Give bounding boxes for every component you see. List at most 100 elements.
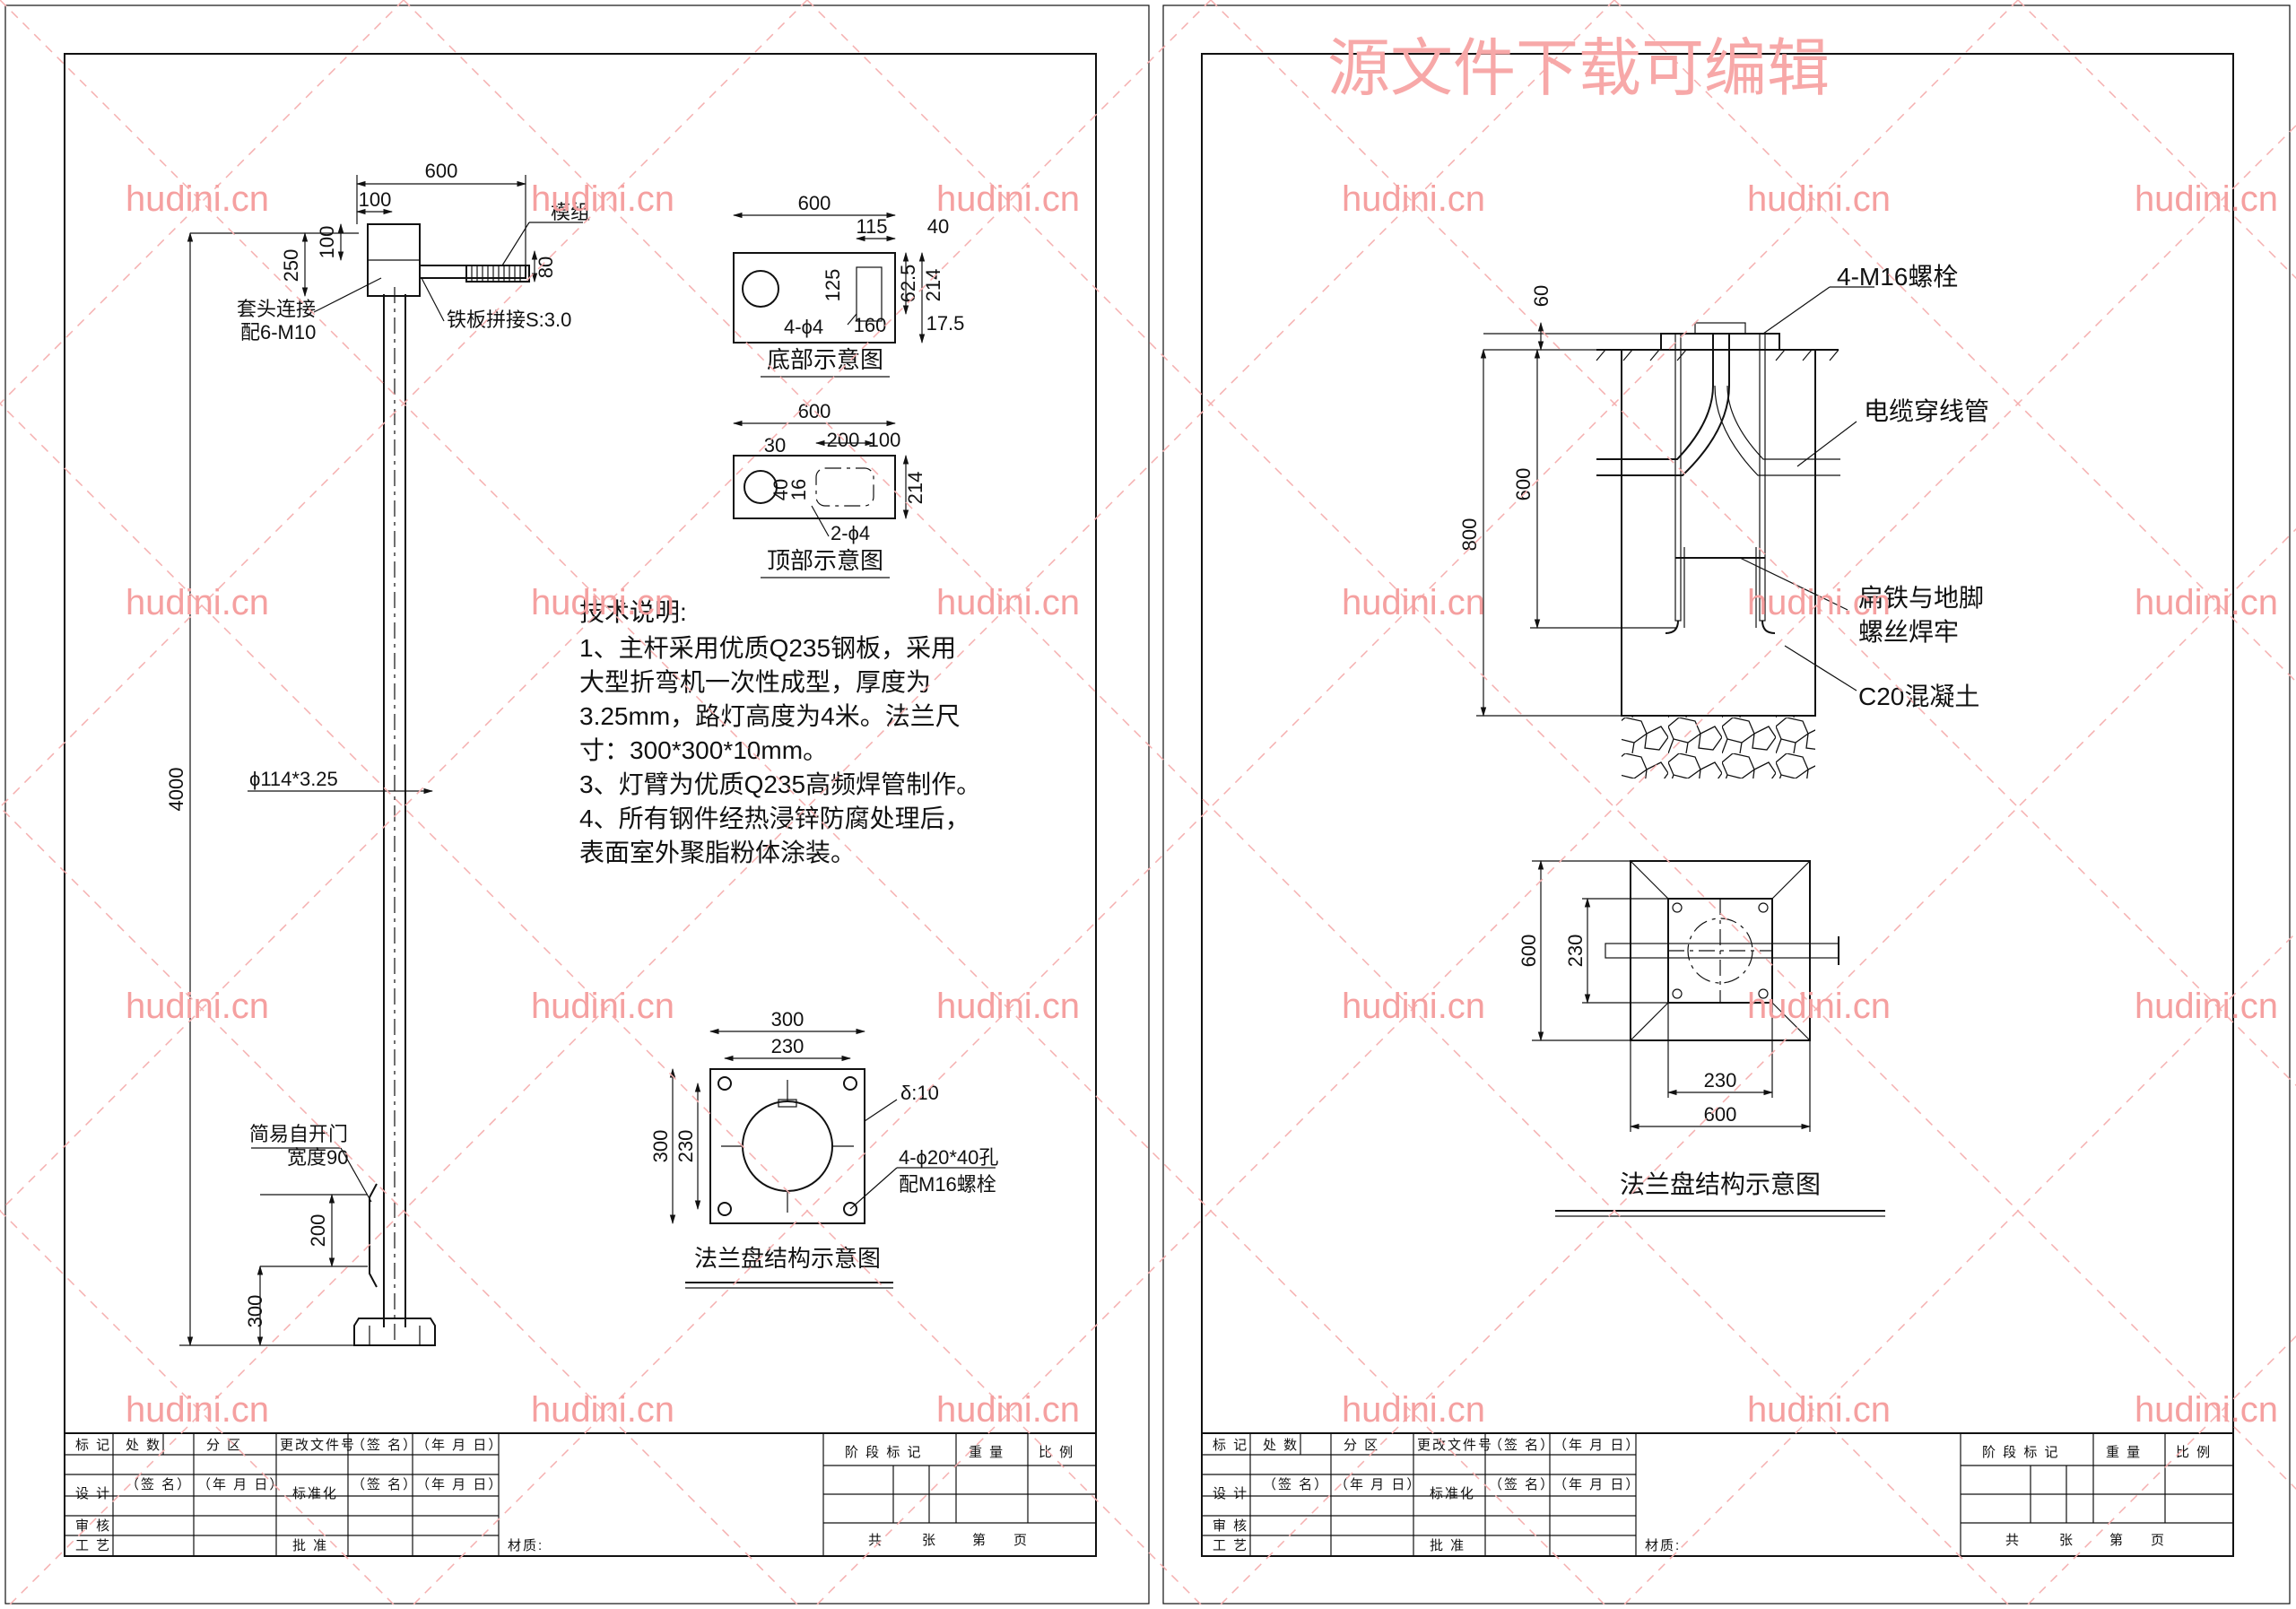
plan-dim-side-v: 600: [1518, 935, 1540, 968]
watermark-diagonal: [2022, 1335, 2296, 1609]
plan-dim-side-h: 600: [1704, 1103, 1737, 1126]
flange-plan-left: 300 230 300 230 δ:10 4-ϕ20*40孔 配M16螺栓 法兰…: [649, 1008, 998, 1289]
tb-left-r1-c4: 更改文件号: [280, 1438, 356, 1453]
tb-right-r4-c2: 批 准: [1430, 1538, 1465, 1553]
watermark-text: hudini.cn: [936, 583, 1080, 622]
plan-dim-inner-v: 230: [1564, 935, 1587, 968]
notes-line-1: 1、主杆采用优质Q235钢板，采用: [579, 634, 956, 662]
watermark-diagonal: [1215, 527, 2296, 1609]
tb-left-scale: 比 例: [1039, 1445, 1074, 1460]
tb-left-r1-c5: （签 名）: [352, 1438, 418, 1453]
watermark-main: 源文件下载可编辑: [1327, 33, 1830, 103]
tb-right-r1-c5: （签 名）: [1489, 1438, 1555, 1453]
found-dim-depth: 800: [1458, 518, 1481, 552]
label-sleeve: 套头连接: [237, 298, 316, 320]
notes-line-4: 寸：300*300*10mm。: [579, 736, 828, 764]
tb-left-r2-c2: （签 名）: [126, 1477, 192, 1492]
dim-arm-length: 600: [425, 160, 458, 182]
module-fins-icon: [471, 265, 521, 282]
tb-right-material: 材质:: [1645, 1538, 1681, 1553]
watermark-text: hudini.cn: [126, 179, 269, 219]
watermark-text: hudini.cn: [126, 583, 269, 622]
watermark-text: hudini.cn: [531, 1390, 674, 1430]
label-flat-iron-1: 扁铁与地脚: [1858, 584, 1984, 612]
tb-right-r1-c4: 更改文件号: [1417, 1438, 1493, 1453]
label-concrete: C20混凝土: [1858, 683, 1979, 710]
tb-right-stage: 阶 段 标 记: [1982, 1445, 2060, 1460]
tb-right-r3-c1: 审 核: [1213, 1518, 1248, 1534]
watermark-diagonal: [1619, 931, 2296, 1609]
watermark-text: hudini.cn: [2135, 583, 2278, 622]
tb-right-r1-c3: 分 区: [1344, 1438, 1379, 1453]
watermark-text: hudini.cn: [1342, 1390, 1485, 1430]
label-plate: 铁板拼接S:3.0: [447, 309, 571, 331]
tb-left-r2-c5: （签 名）: [352, 1477, 418, 1492]
bottom-dim-a: 115: [856, 215, 887, 238]
flange-dim-outer: 300: [771, 1008, 804, 1031]
watermark-diagonal: [0, 0, 1212, 1213]
dim-door: 200: [307, 1214, 329, 1248]
tb-right-scale: 比 例: [2176, 1445, 2212, 1460]
tb-left-sheet: 张: [922, 1533, 937, 1548]
top-dim-c: 100: [868, 429, 901, 451]
flange-dim-outer-v: 300: [649, 1130, 672, 1163]
dim-arm-offset: 100: [359, 188, 392, 211]
watermark-text: hudini.cn: [126, 1390, 269, 1430]
dim-total-height: 4000: [165, 768, 187, 812]
flange-caption-left: 法兰盘结构示意图: [694, 1245, 881, 1272]
pole-elevation: 600 100 100 250 80 模组 套头连接 配6-M10 铁板拼接S:…: [165, 160, 590, 1347]
tb-right-r2-c2: （签 名）: [1263, 1477, 1329, 1492]
tb-right-r1-c6: （年 月 日）: [1553, 1438, 1640, 1453]
tb-right-r2-c4: 标准化: [1430, 1486, 1475, 1501]
tb-right-total: 共: [2005, 1533, 2021, 1548]
dim-head-height: 100: [316, 226, 338, 259]
label-pipe: ϕ114*3.25: [249, 768, 338, 790]
watermark-diagonal: [812, 124, 2296, 1609]
tb-left-r1-c1: 标 记: [75, 1438, 111, 1453]
bottom-view-caption: 底部示意图: [767, 346, 883, 373]
tb-right-r4-c1: 工 艺: [1213, 1538, 1248, 1553]
label-door-width: 宽度90: [287, 1146, 348, 1169]
watermark-diagonal: [0, 402, 1206, 1609]
watermark-text: hudini.cn: [1747, 179, 1891, 219]
top-dim-d: 40: [770, 479, 792, 500]
sheet-right-frame: [1162, 4, 2291, 1605]
watermark-text: hudini.cn: [2135, 987, 2278, 1026]
watermark-diagonal: [806, 0, 2296, 1491]
watermark-text: hudini.cn: [1747, 583, 1891, 622]
dim-door-base: 300: [244, 1295, 266, 1328]
watermark-text: hudini.cn: [2135, 1390, 2278, 1430]
notes-line-5: 3、灯臂为优质Q235高频焊管制作。: [579, 770, 981, 798]
tb-right-r2-c5: （签 名）: [1489, 1477, 1555, 1492]
watermark-text: hudini.cn: [2135, 179, 2278, 219]
bottom-dim-width: 600: [798, 192, 831, 214]
label-anchor-bolt: 4-M16螺栓: [1837, 263, 1958, 291]
watermark-text: hudini.cn: [531, 987, 674, 1026]
notes-line-2: 大型折弯机一次性成型，厚度为: [579, 668, 931, 696]
tb-left-r4-c2: 批 准: [292, 1538, 328, 1553]
label-module: 模组: [551, 201, 590, 223]
watermark-diagonal: [2017, 0, 2296, 280]
label-cable-pipe: 电缆穿线管: [1864, 397, 1989, 425]
top-dim-a: 30: [764, 434, 786, 457]
notes-line-7: 表面室外聚脂粉体涂装。: [579, 839, 856, 866]
notes-title: 技术说明:: [579, 598, 687, 626]
flange-dim-inner: 230: [771, 1035, 804, 1057]
top-view-caption: 顶部示意图: [767, 547, 883, 574]
watermark-diagonal: [1613, 0, 2296, 683]
watermark-text: hudini.cn: [531, 179, 674, 219]
watermark-text: hudini.cn: [936, 1390, 1080, 1430]
watermark-diagonal: [0, 0, 808, 809]
watermark-text: hudini.cn: [1342, 583, 1485, 622]
tb-right-r1-c2: 处 数: [1263, 1438, 1299, 1453]
watermark-text: hudini.cn: [1342, 179, 1485, 219]
watermark-text: hudini.cn: [936, 179, 1080, 219]
flange-caption-right: 法兰盘结构示意图: [1620, 1170, 1821, 1198]
watermark-diagonal: [0, 1209, 399, 1609]
foundation-section: 60 600 800 4-M16螺栓 电缆穿线管 扁铁与地脚 螺丝焊牢 C20混…: [1458, 263, 1989, 778]
bottom-view: 600 115 40 62.5 214 125 4-ϕ4 160 17.5 底部…: [732, 192, 964, 378]
bottom-dim-d: 62.5: [897, 265, 919, 303]
tb-right-weight: 重 量: [2106, 1445, 2142, 1460]
flange-plan-right: 600 230 230 600 法兰盘结构示意图: [1518, 859, 1885, 1217]
